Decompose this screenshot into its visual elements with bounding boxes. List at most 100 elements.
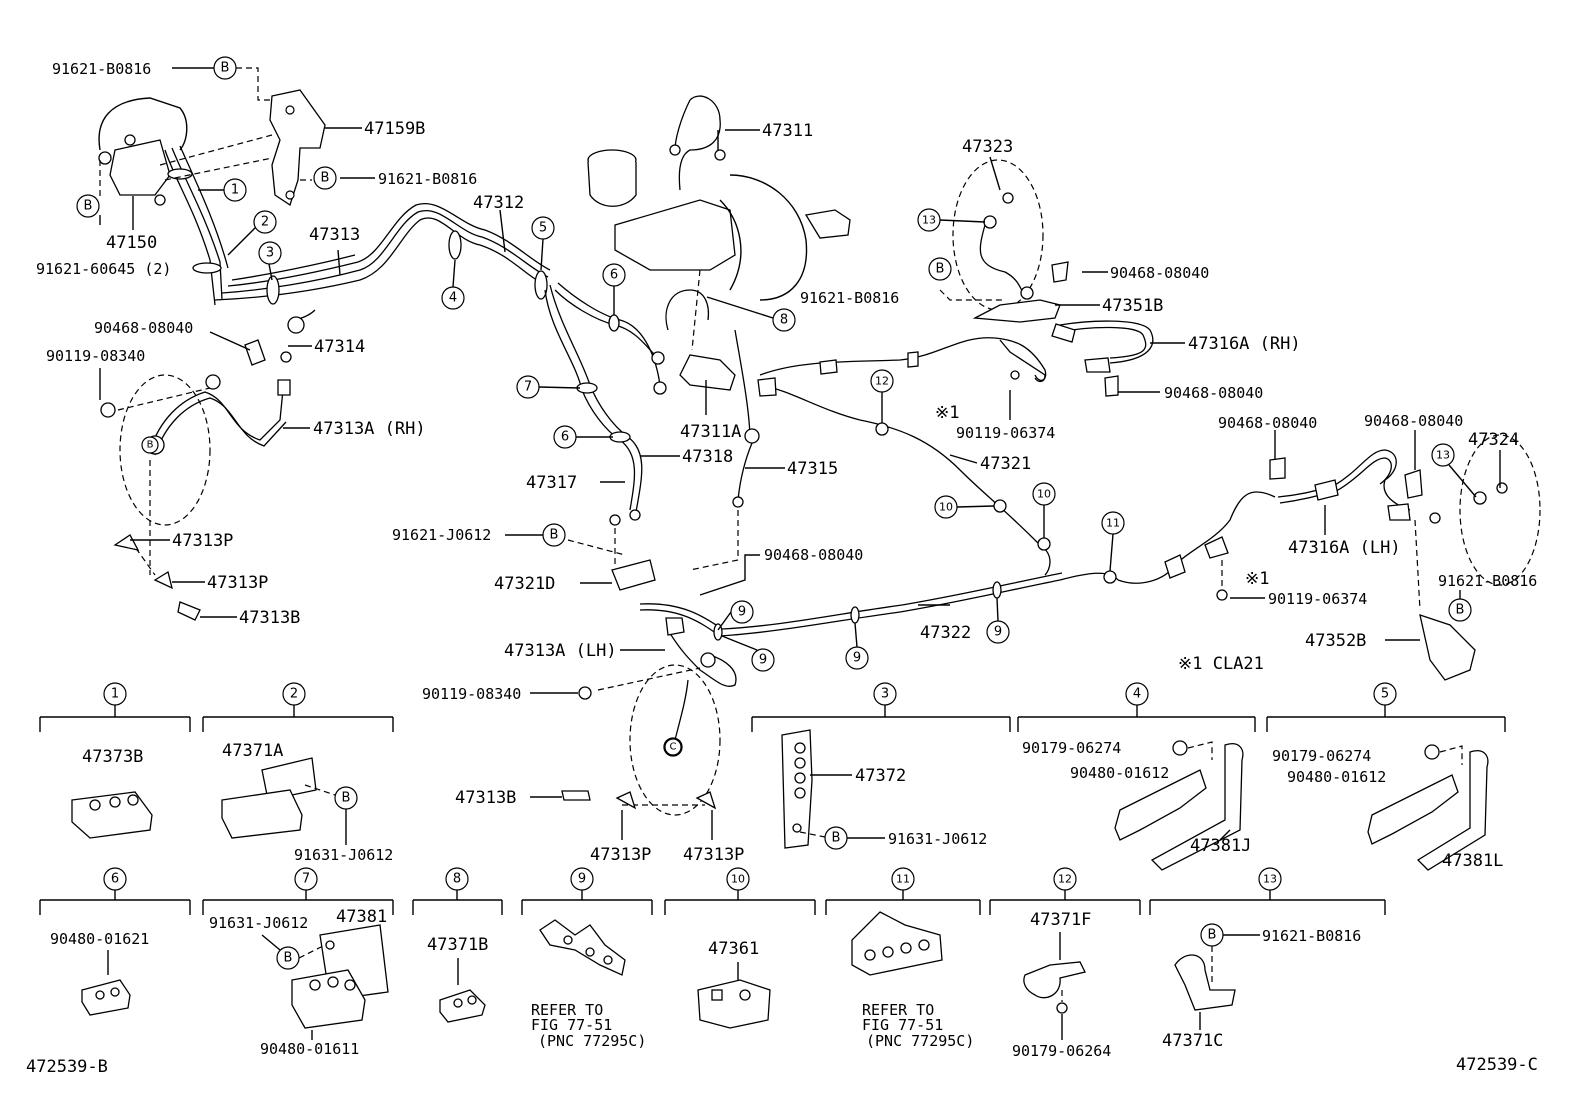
svg-text:B: B <box>550 528 559 543</box>
b-marker: B <box>141 436 159 454</box>
label-47159b: 47159B <box>364 119 425 139</box>
label-47313: 47313 <box>309 225 360 245</box>
svg-text:11: 11 <box>896 873 910 886</box>
svg-text:9: 9 <box>853 651 861 666</box>
svg-text:3: 3 <box>881 687 889 702</box>
svg-text:4: 4 <box>449 291 457 306</box>
detail-box-6: 6 90480-01621 <box>39 867 191 1016</box>
label-90119-06374: 90119-06374 <box>1268 590 1367 608</box>
diagram-id-left: 472539-B <box>26 1057 108 1077</box>
detail-5-clip: 90480-01612 <box>1287 768 1386 786</box>
svg-text:6: 6 <box>561 430 569 445</box>
label-cla21-note: ※1 CLA21 <box>1178 654 1264 674</box>
svg-text:13: 13 <box>922 214 936 227</box>
clip-marker-10: 10 <box>1032 482 1056 506</box>
b-marker: B <box>313 166 337 190</box>
detail-11-refer-line1: REFER TO <box>862 1001 934 1019</box>
bracket-47311a <box>665 289 760 444</box>
svg-text:4: 4 <box>1133 687 1141 702</box>
label-47313p: 47313P <box>683 845 744 865</box>
svg-text:7: 7 <box>524 380 532 395</box>
label-47321d: 47321D <box>494 574 555 594</box>
detail-1-part: 47373B <box>82 747 143 767</box>
detail-13-part: 47371C <box>1162 1031 1223 1051</box>
detail-box-10: 10 47361 <box>664 867 816 1029</box>
b-marker: B <box>542 523 566 547</box>
b-marker: B <box>928 257 952 281</box>
label-90468-08040: 90468-08040 <box>764 546 863 564</box>
label-47313a-rh: 47313A (RH) <box>313 419 426 439</box>
clip-marker-8: 8 <box>772 308 796 332</box>
detail-5-bolt: 90179-06274 <box>1272 747 1371 765</box>
svg-text:6: 6 <box>610 268 618 283</box>
label-91621-b0816: 91621-B0816 <box>52 60 151 78</box>
union-47321d <box>567 509 656 591</box>
detail-6-part: 90480-01621 <box>50 930 149 948</box>
clip-marker-4: 4 <box>441 286 465 310</box>
c-marker: C <box>664 738 682 756</box>
b-marker: B <box>76 194 100 218</box>
svg-text:B: B <box>1456 603 1465 618</box>
clip-marker-1: 1 <box>223 178 247 202</box>
detail-box-9: 9 REFER TO FIG 77-51 (PNC 77295C) <box>521 867 653 1050</box>
svg-text:2: 2 <box>261 215 269 230</box>
detail-3-part: 47372 <box>855 766 906 786</box>
label-47313p: 47313P <box>590 845 651 865</box>
proportioning-valve-assembly <box>98 97 229 306</box>
flex-hose-lh <box>561 617 737 816</box>
svg-text:10: 10 <box>1037 488 1051 501</box>
label-90468-08040: 90468-08040 <box>94 319 193 337</box>
svg-text:12: 12 <box>1058 873 1072 886</box>
label-47311a: 47311A <box>680 422 741 442</box>
svg-text:9: 9 <box>994 625 1002 640</box>
svg-text:9: 9 <box>738 605 746 620</box>
label-91621-60645: 91621-60645 (2) <box>36 260 171 278</box>
clip-marker-11: 11 <box>1101 511 1125 535</box>
detail-boxes-row1: 1 47373B 2 47371A B 91631-J0612 3 <box>39 682 1506 871</box>
callout-labels: 91621-B0816 47159B 91621-B0816 47150 916… <box>36 60 1537 865</box>
leader-lines <box>99 67 1501 840</box>
svg-text:C: C <box>670 742 677 753</box>
clip-marker-5: 5 <box>531 216 555 240</box>
detail-box-2: 2 47371A B 91631-J0612 <box>202 682 394 864</box>
clip-marker-3: 3 <box>258 241 282 265</box>
detail-11-refer-line3: (PNC 77295C) <box>866 1032 974 1050</box>
label-47318: 47318 <box>682 447 733 467</box>
detail-10-part: 47361 <box>708 939 759 959</box>
svg-text:10: 10 <box>939 501 953 514</box>
svg-text:2: 2 <box>290 687 298 702</box>
detail-9-refer-line1: REFER TO <box>531 1001 603 1019</box>
label-90119-08340: 90119-08340 <box>46 347 145 365</box>
detail-box-7: 7 91631-J0612 47381 B 90480-01611 <box>202 867 394 1058</box>
rear-brake-lines <box>639 337 1276 641</box>
detail-7-bolt: 91631-J0612 <box>209 914 308 932</box>
label-47313b: 47313B <box>239 608 300 628</box>
svg-text:B: B <box>1208 928 1217 943</box>
detail-box-4: 4 90179-06274 90480-01612 47381J <box>1017 682 1256 871</box>
detail-12-part: 47371F <box>1030 910 1091 930</box>
label-47314: 47314 <box>314 337 365 357</box>
label-91621-b0816: 91621-B0816 <box>800 289 899 307</box>
detail-4-clip: 90480-01612 <box>1070 764 1169 782</box>
svg-text:9: 9 <box>578 872 586 887</box>
flex-hose-rh <box>100 339 292 621</box>
brake-booster-master-cylinder <box>587 95 851 301</box>
detail-7-clip: 90480-01611 <box>260 1040 359 1058</box>
svg-text:1: 1 <box>231 183 239 198</box>
detail-box-8: 8 47371B <box>412 867 503 1023</box>
label-47313p: 47313P <box>207 573 268 593</box>
svg-text:5: 5 <box>1381 687 1389 702</box>
clip-marker-9: 9 <box>845 646 869 670</box>
detail-box-12: 12 47371F 90179-06264 <box>989 867 1141 1060</box>
rear-hose-lh <box>1164 434 1541 681</box>
diagram-id-right: 472539-C <box>1456 1055 1538 1075</box>
detail-box-5: 5 90179-06274 90480-01612 47381L <box>1266 682 1506 871</box>
clip-marker-6: 6 <box>602 263 626 287</box>
svg-text:B: B <box>936 262 945 277</box>
label-47315: 47315 <box>787 459 838 479</box>
clip-marker-6: 6 <box>553 425 577 449</box>
clip-marker-2: 2 <box>253 210 277 234</box>
rear-hose-rh <box>939 159 1154 397</box>
